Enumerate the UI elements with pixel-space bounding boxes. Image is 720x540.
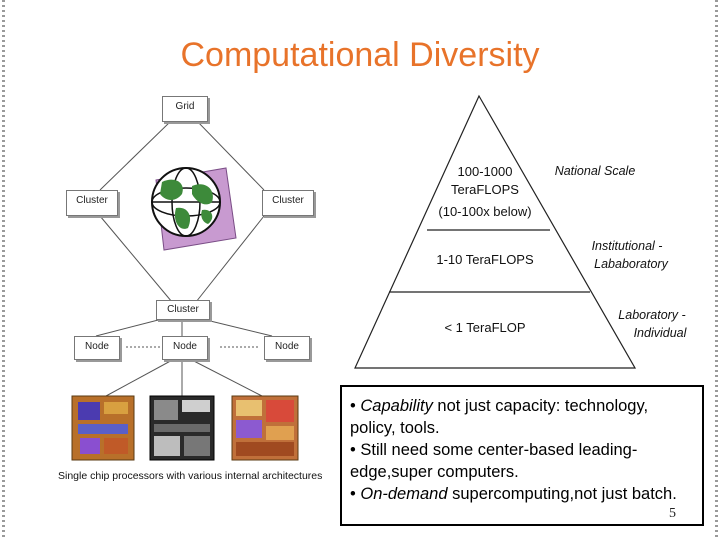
tier-top-value-line3: (10-100x below) [438,204,532,219]
node-right-box: Node [264,336,310,360]
bullet-center-based: • Still need some center-based leading-e… [350,441,638,481]
grid-hierarchy-diagram: Grid Cluster Cluster Cluster Node Node N… [36,90,336,485]
tier-top-label: National Scale [554,164,636,178]
pyramid-shape [354,94,637,369]
bullet-on-demand-emphasis: On-demand [360,485,448,503]
tier-bottom-label-line2: Individual [633,326,687,340]
diagram-connectors [71,119,299,461]
cluster-center-box: Cluster [156,300,210,320]
tier-bottom-label-line1: Laboratory - [618,308,686,322]
line-left-cluster [99,215,173,303]
tier-top-value-line2: TeraFLOPS [451,182,519,197]
grid-box: Grid [162,96,208,122]
cluster-left-box: Cluster [66,190,118,216]
tier-mid-label-line2: Lababoratory [594,257,668,271]
line-right-cluster [195,215,265,303]
tier-mid-label-line1: Institutional - [591,239,663,253]
line-cluster-node-right [197,317,273,337]
page-number: 5 [669,506,676,521]
tier-bottom-value: < 1 TeraFLOP [444,320,526,335]
tier-top-value-line1: 100-1000 [457,164,513,179]
line-grid-right [195,119,265,191]
globe-icon [151,167,237,251]
node-left-box: Node [74,336,120,360]
line-grid-left [99,119,173,191]
performance-pyramid: 100-1000 TeraFLOPS (10-100x below) Natio… [345,92,710,370]
slide-title: Computational Diversity [180,36,540,74]
chip-image-center [149,395,215,461]
chip-image-right [231,395,299,461]
bullet-capability-emphasis: Capability [360,397,433,415]
line-cluster-node-left [95,317,167,337]
bullet-capability: • Capability not just capacity: technolo… [350,397,649,437]
cluster-right-box: Cluster [262,190,314,216]
slide-border-right [715,0,718,540]
bullet-text-box: • Capability not just capacity: technolo… [340,385,704,526]
bullet-on-demand: • On-demand supercomputing,not just batc… [350,485,677,503]
chip-caption: Single chip processors with various inte… [58,470,323,482]
slide-border-left [2,0,5,540]
chip-image-left [71,395,135,461]
node-center-box: Node [162,336,208,360]
tier-mid-value: 1-10 TeraFLOPS [436,252,534,267]
line-node-chip-left [105,357,177,397]
line-node-chip-right [187,357,263,397]
